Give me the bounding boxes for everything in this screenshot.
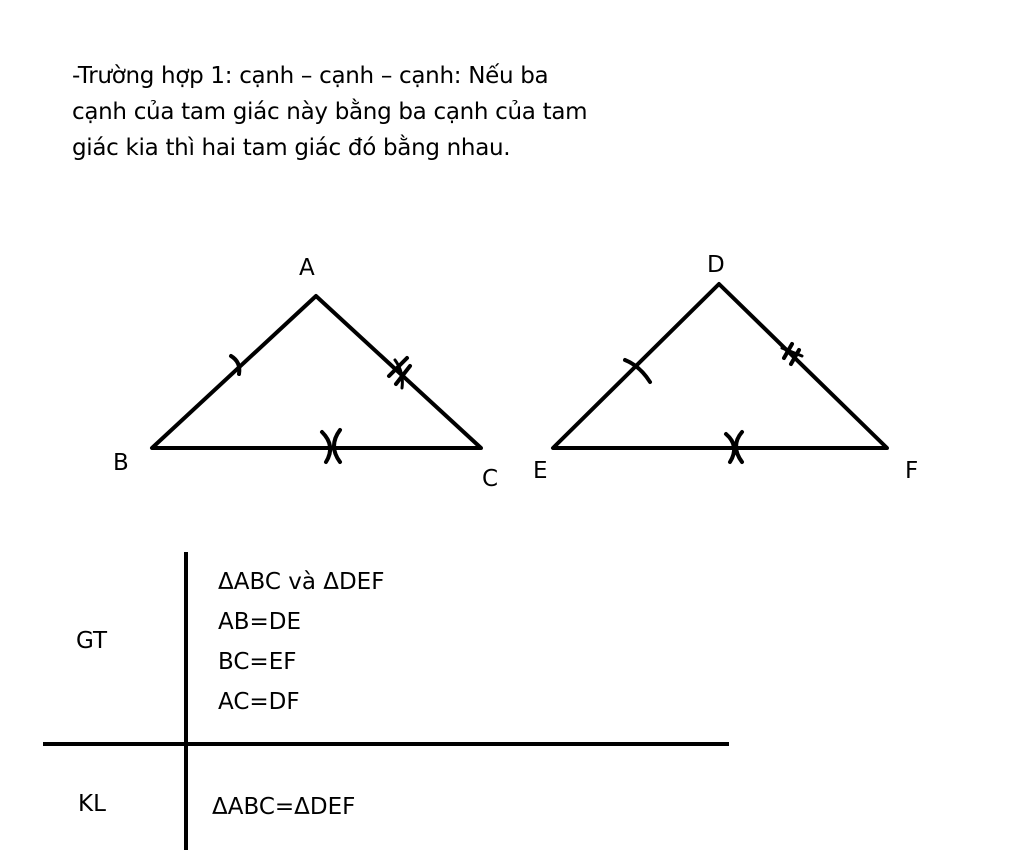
triangle-def: D E F <box>533 252 918 484</box>
theorem-line-2: cạnh của tam giác này bằng ba cạnh của t… <box>72 99 588 125</box>
tick-df-cross <box>780 346 804 358</box>
tick-ac-cross <box>393 358 404 390</box>
gt-kl-table-lines <box>43 552 729 850</box>
triangle-abc-outline <box>150 294 483 450</box>
tick-bc-2 <box>332 428 342 464</box>
kl-label: KL <box>78 791 106 817</box>
vertex-label-e: E <box>533 458 548 484</box>
hypothesis-line-4: AC=DF <box>218 689 300 715</box>
tick-ef-2 <box>734 430 744 464</box>
gt-label: GT <box>76 628 108 654</box>
triangle-def-outline <box>551 282 889 450</box>
vertex-label-f: F <box>905 458 918 484</box>
vertex-label-d: D <box>707 252 725 278</box>
hypothesis-line-2: AB=DE <box>218 609 302 635</box>
vertex-label-b: B <box>113 450 129 476</box>
vertex-label-a: A <box>299 255 315 281</box>
hypothesis-line-3: BC=EF <box>218 649 297 675</box>
theorem-line-1: -Trường hợp 1: cạnh – cạnh – cạnh: Nếu b… <box>72 63 549 89</box>
tick-ab <box>229 354 242 376</box>
theorem-line-3: giác kia thì hai tam giác đó bằng nhau. <box>72 135 511 161</box>
tick-bc-1 <box>320 430 333 464</box>
tick-de <box>623 358 652 384</box>
tick-df-2 <box>789 348 801 366</box>
vertex-label-c: C <box>482 466 498 492</box>
theorem-statement: -Trường hợp 1: cạnh – cạnh – cạnh: Nếu b… <box>72 58 672 166</box>
triangle-abc: A B C <box>113 255 498 492</box>
conclusion-line: ΔABC=ΔDEF <box>212 794 356 820</box>
hypothesis-line-1: ΔABC và ΔDEF <box>218 569 385 595</box>
hypothesis-list: ΔABC và ΔDEF AB=DE BC=EF AC=DF <box>218 562 384 722</box>
